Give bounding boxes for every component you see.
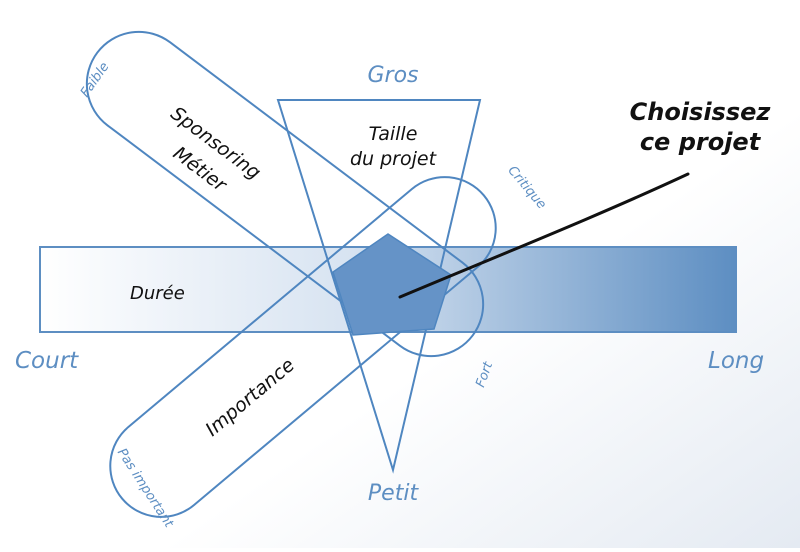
label-court: Court — [15, 348, 79, 374]
label-gros: Gros — [367, 63, 418, 88]
importance-capsule — [109, 176, 497, 518]
label-long: Long — [708, 348, 764, 374]
intersection-area — [332, 233, 452, 336]
label-taille-line2: du projet — [350, 148, 438, 170]
label-petit: Petit — [368, 481, 420, 506]
callout-line2: ce projet — [640, 128, 762, 156]
label-taille-line1: Taille — [369, 123, 418, 145]
label-duree: Durée — [130, 283, 185, 304]
callout-line1: Choisissez — [630, 98, 772, 126]
callout-pointer — [398, 172, 690, 299]
sponsoring-capsule — [85, 30, 485, 358]
